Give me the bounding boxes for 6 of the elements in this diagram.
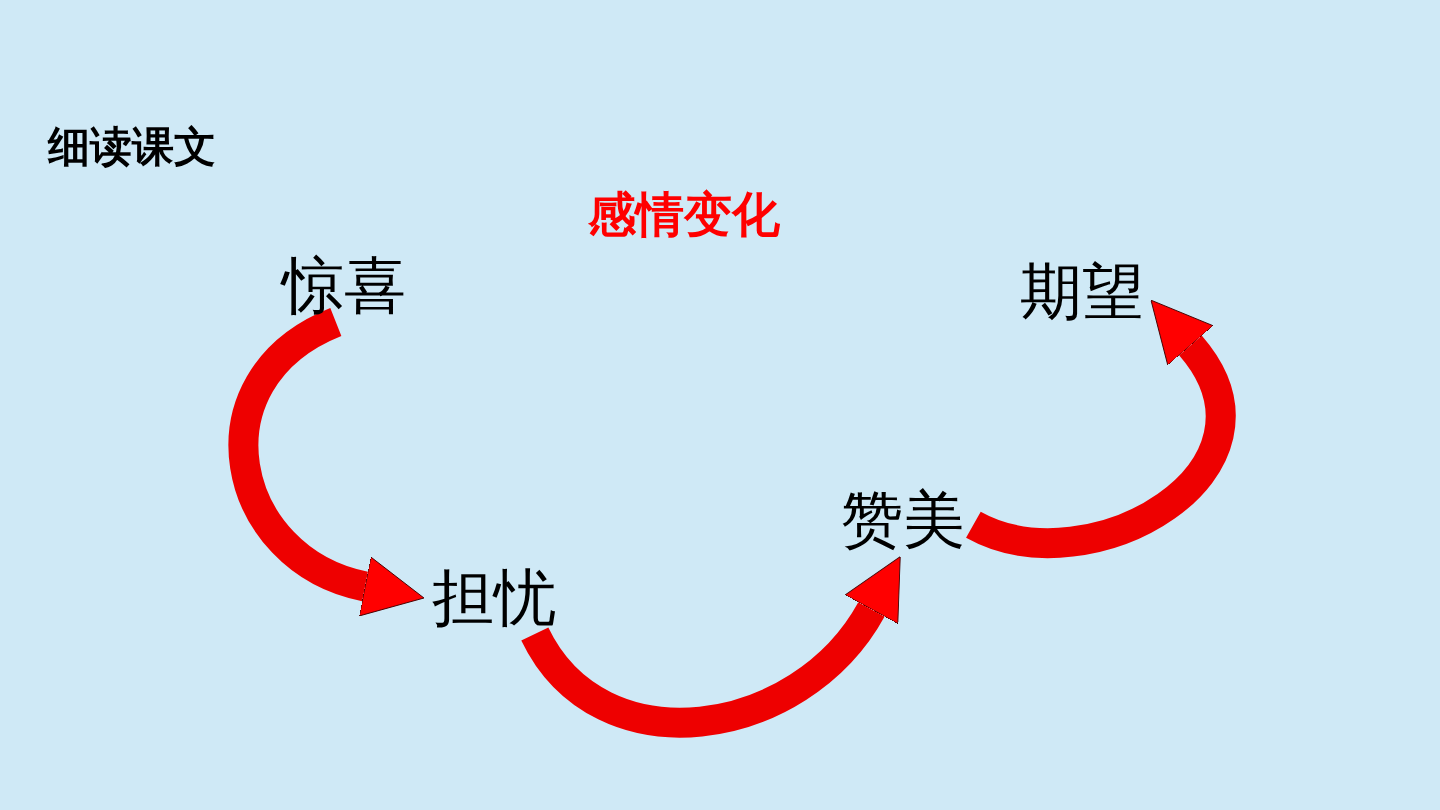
emotion-text: 赞美 bbox=[834, 486, 972, 554]
emotion-text: 担忧 bbox=[426, 564, 562, 632]
emotion-text: 期望 bbox=[1013, 258, 1151, 326]
slide-heading: 细读课文 bbox=[48, 124, 216, 171]
emotion-text: 惊喜 bbox=[276, 252, 412, 320]
subheading: 感情变化 bbox=[588, 188, 780, 241]
